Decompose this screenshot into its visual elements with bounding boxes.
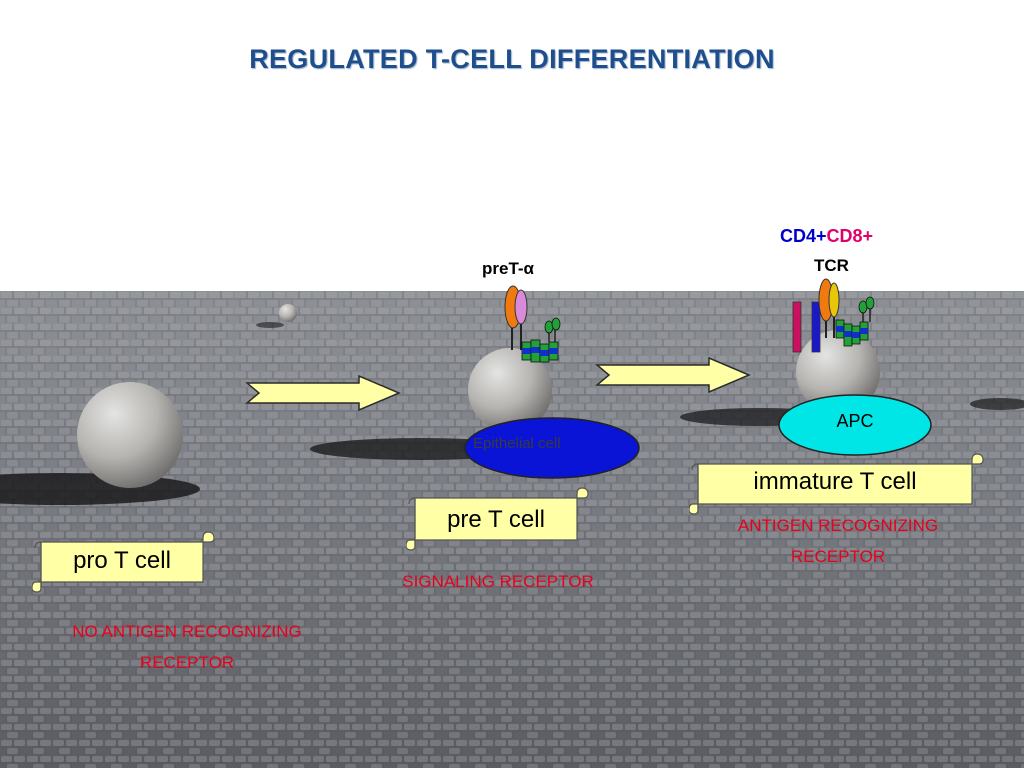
apc-label: APC <box>836 411 874 431</box>
cd4-label: CD4+ <box>780 226 827 246</box>
cd-marker-label: CD4+CD8+ <box>780 226 873 247</box>
pre-caption-line-1: SIGNALING RECEPTOR <box>402 572 594 591</box>
immature-t-cell-caption: ANTIGEN RECOGNIZING RECEPTOR <box>690 510 986 572</box>
epithelial-cell: Epithelial cell <box>463 416 641 480</box>
pre-t-receptor-icon <box>504 285 561 363</box>
arrow-1-icon <box>245 374 401 412</box>
cd8-label: CD8+ <box>826 226 874 246</box>
pro-t-cell-label: pro T cell <box>73 547 171 574</box>
pro-caption-line-1: NO ANTIGEN RECOGNIZING <box>72 622 302 641</box>
epithelial-cell-label: Epithelial cell <box>473 435 561 452</box>
pre-t-cell-label: pre T cell <box>447 506 545 533</box>
pro-caption-line-2: RECEPTOR <box>139 653 235 672</box>
pre-t-cell-scroll: pre T cell <box>406 486 590 552</box>
apc-cell: APC <box>777 393 933 457</box>
pro-t-cell-caption: NO ANTIGEN RECOGNIZING RECEPTOR <box>20 616 354 678</box>
tcr-complex-icon <box>792 278 875 353</box>
immature-caption-line-2: RECEPTOR <box>790 547 886 566</box>
pro-t-cell-scroll: pro T cell <box>32 530 216 594</box>
arrow-2-icon <box>595 356 751 394</box>
slide-title: REGULATED T-CELL DIFFERENTIATION <box>249 44 775 74</box>
immature-t-cell-scroll: immature T cell <box>689 452 985 516</box>
immature-caption-line-1: ANTIGEN RECOGNIZING <box>737 516 939 535</box>
pre-t-cell-caption: SIGNALING RECEPTOR <box>350 566 646 597</box>
tcr-label: TCR <box>814 256 849 275</box>
pre-t-alpha-label: preT-α <box>482 259 535 278</box>
immature-t-cell-label: immature T cell <box>753 468 917 495</box>
